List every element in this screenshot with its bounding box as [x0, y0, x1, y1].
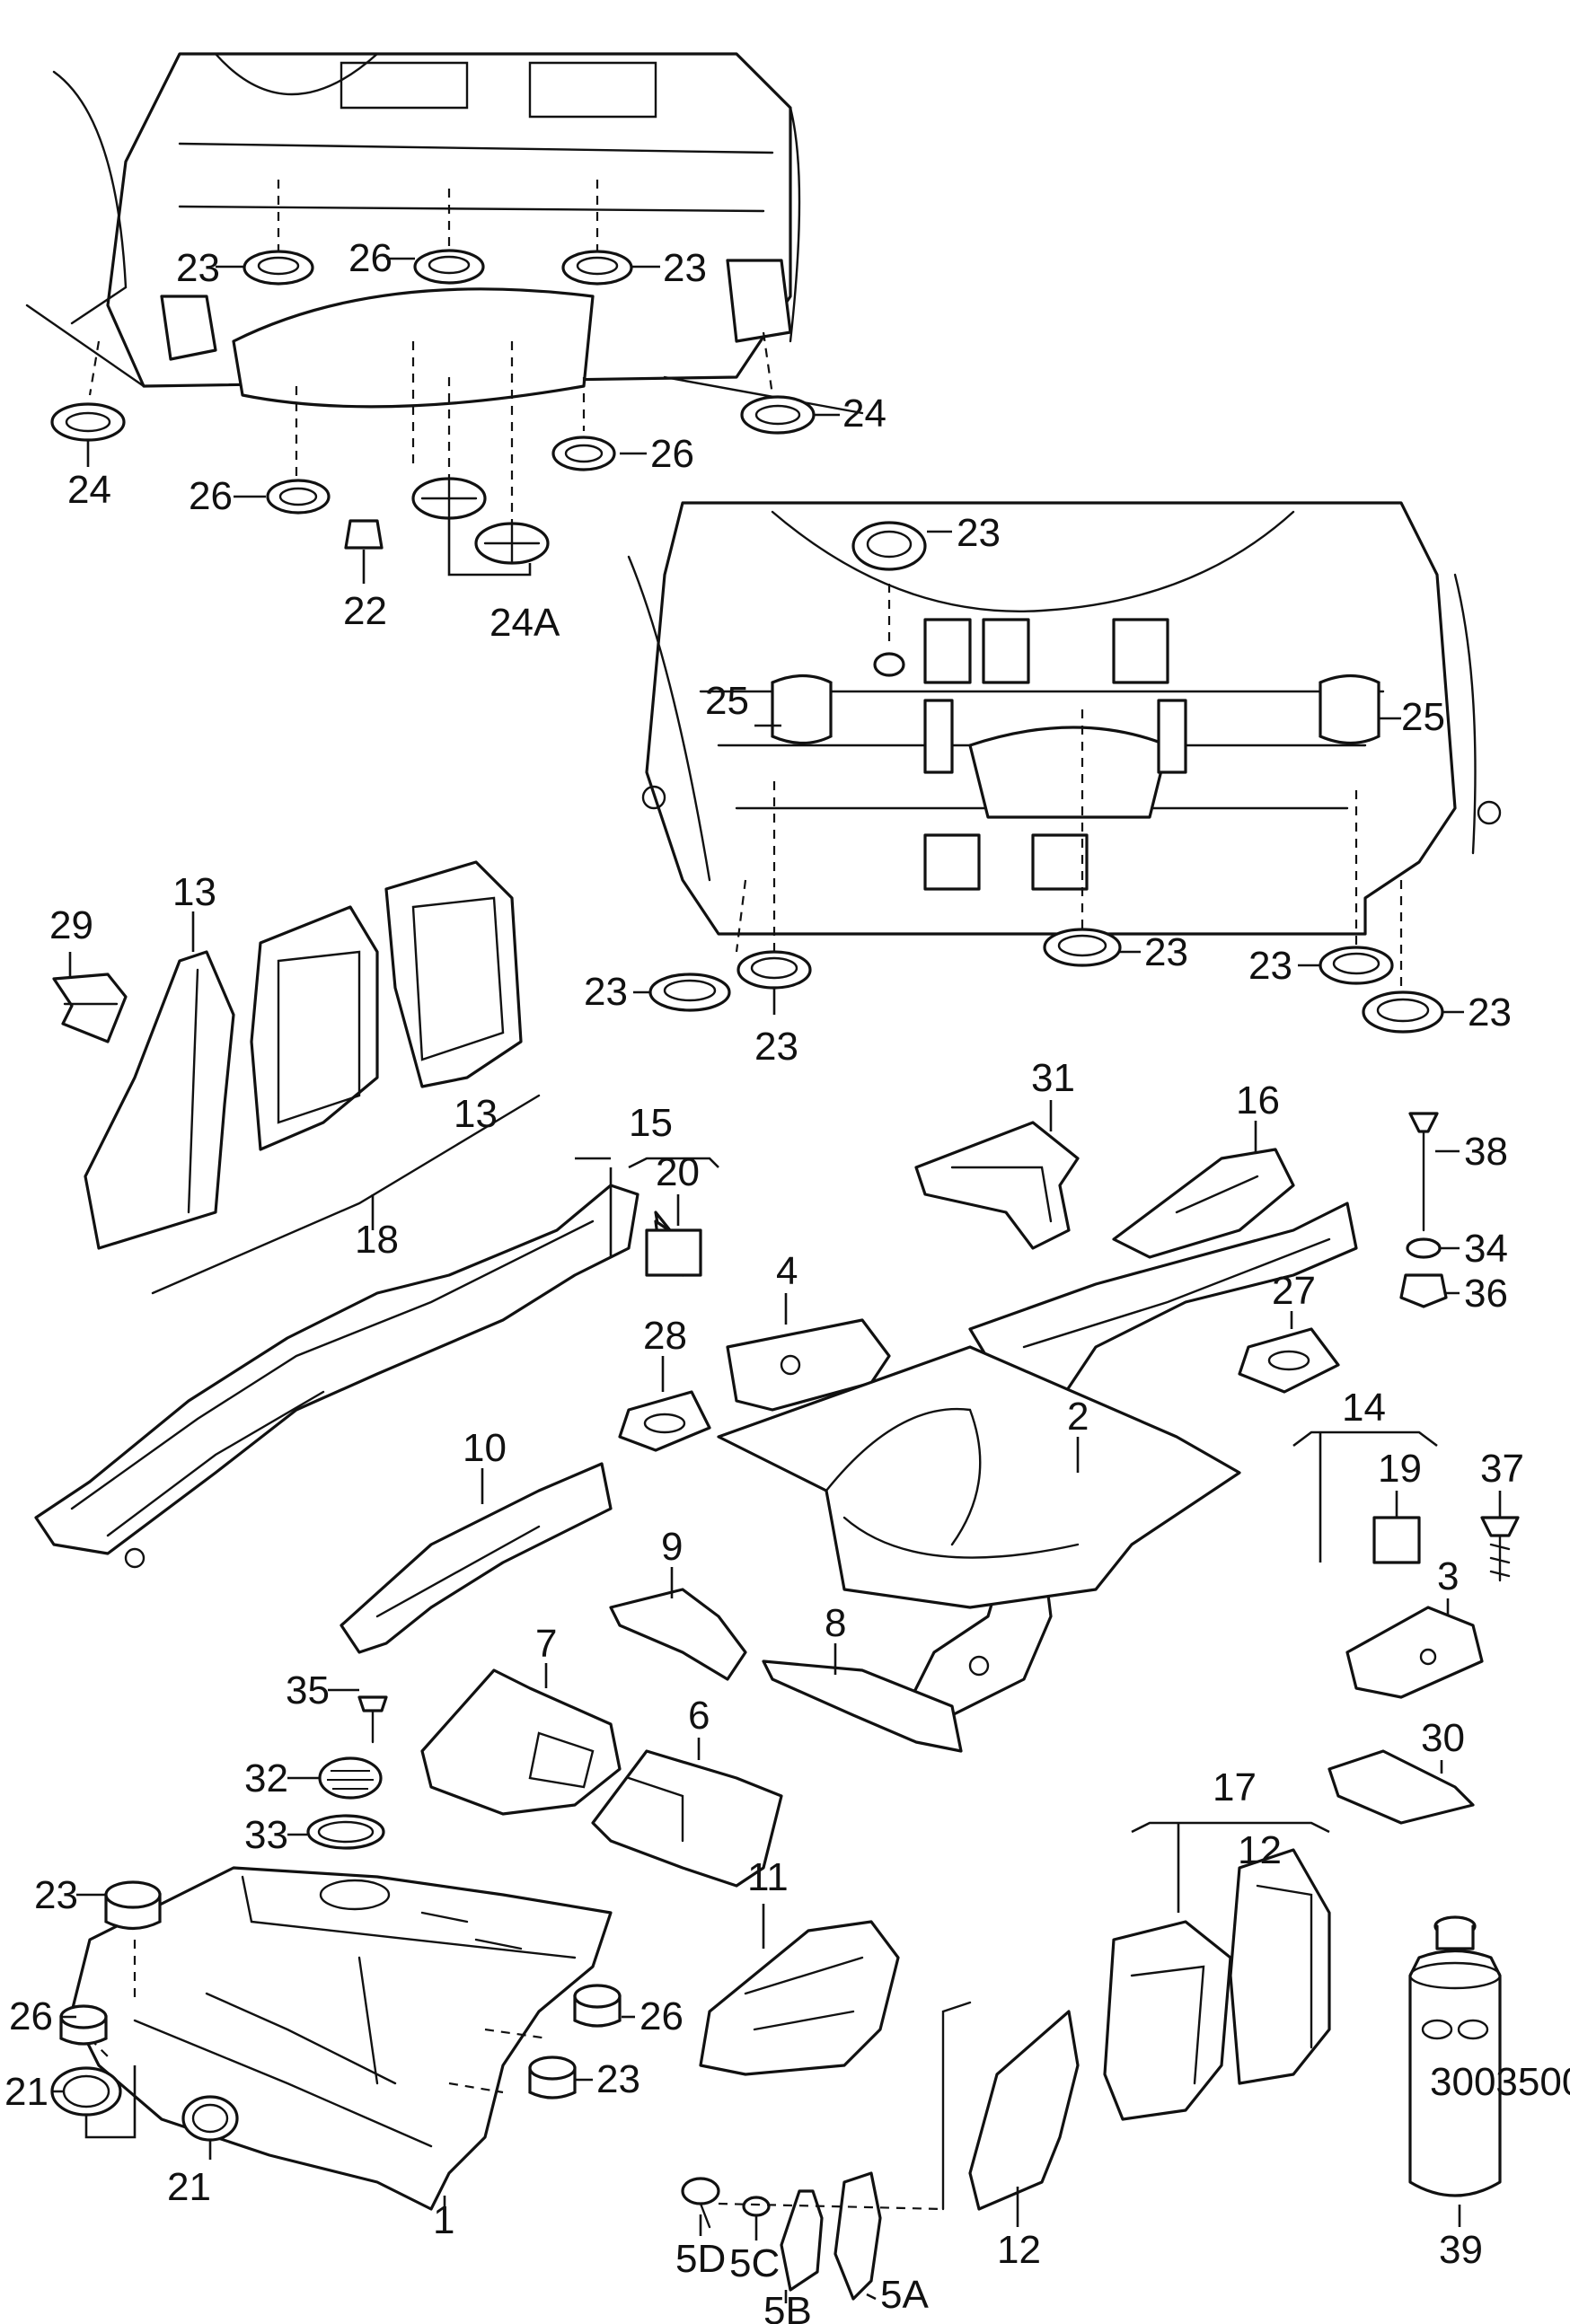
grommets-bottom-left — [50, 1880, 622, 2142]
callout-26: 26 — [639, 1994, 684, 2038]
callout-11: 11 — [747, 1855, 789, 1899]
side-panels-13-18 — [52, 860, 541, 1295]
callout-13: 13 — [172, 870, 216, 914]
callout-20: 20 — [656, 1150, 700, 1194]
callout-8: 8 — [825, 1601, 846, 1645]
callout-26: 26 — [348, 236, 392, 280]
callout-15: 15 — [629, 1101, 673, 1145]
callout-23: 23 — [1468, 990, 1512, 1034]
callout-23: 23 — [596, 2057, 640, 2101]
callout-23: 23 — [1144, 930, 1188, 974]
container-label: 3003500 — [1430, 2060, 1570, 2104]
callout-21: 21 — [167, 2165, 211, 2209]
callout-labels: 23 26 23 24 24 26 26 22 24A 23 25 25 23 … — [4, 236, 1524, 2324]
callout-5A: 5A — [880, 2273, 929, 2317]
callout-1: 1 — [433, 2198, 454, 2242]
rear-floor-assembly-top-right — [627, 501, 1502, 997]
callout-14: 14 — [1342, 1386, 1386, 1430]
callout-6: 6 — [688, 1694, 710, 1738]
callout-32: 32 — [244, 1756, 288, 1800]
callout-16: 16 — [1236, 1078, 1280, 1122]
callout-9: 9 — [661, 1525, 683, 1569]
callout-24: 24 — [67, 468, 111, 512]
callout-23: 23 — [34, 1873, 78, 1917]
callout-2: 2 — [1067, 1395, 1089, 1439]
callout-23: 23 — [1248, 944, 1292, 988]
callout-10: 10 — [463, 1426, 507, 1470]
callout-23: 23 — [663, 246, 707, 290]
callout-35: 35 — [286, 1668, 330, 1712]
grommets-top-right — [648, 521, 1444, 1034]
callout-4: 4 — [776, 1249, 798, 1293]
callout-37: 37 — [1480, 1447, 1524, 1491]
callout-24A: 24A — [490, 601, 560, 645]
callout-33: 33 — [244, 1813, 288, 1857]
callout-19: 19 — [1378, 1447, 1422, 1491]
callout-7: 7 — [535, 1622, 557, 1666]
callout-12: 12 — [1238, 1828, 1282, 1872]
callout-13: 13 — [454, 1092, 498, 1136]
callout-18: 18 — [355, 1218, 399, 1262]
callout-30: 30 — [1421, 1716, 1465, 1760]
callout-25: 25 — [705, 679, 749, 723]
callout-26: 26 — [189, 474, 233, 518]
callout-5D: 5D — [675, 2237, 726, 2281]
callout-28: 28 — [643, 1314, 687, 1358]
callout-22: 22 — [343, 589, 387, 633]
reinforcements — [306, 1112, 1520, 1888]
callout-24: 24 — [842, 392, 886, 436]
callout-27: 27 — [1272, 1269, 1316, 1313]
callout-5B: 5B — [763, 2289, 812, 2324]
callout-34: 34 — [1464, 1227, 1508, 1271]
callout-23: 23 — [957, 511, 1001, 555]
leader-lines — [52, 257, 1502, 2303]
callout-23: 23 — [754, 1025, 798, 1069]
callout-12: 12 — [997, 2228, 1041, 2272]
callout-38: 38 — [1464, 1130, 1508, 1174]
callout-36: 36 — [1464, 1272, 1508, 1316]
callout-25: 25 — [1401, 695, 1445, 739]
side-members-bottom — [681, 1848, 1331, 2301]
callout-39: 39 — [1439, 2228, 1483, 2272]
callout-21: 21 — [4, 2070, 49, 2114]
rear-floor-assembly-top-left — [25, 52, 864, 530]
grommets-top-left — [50, 249, 816, 565]
sealant-container-39: 3003500 — [1408, 1915, 1570, 2197]
callout-26: 26 — [650, 432, 694, 476]
callout-5C: 5C — [729, 2241, 780, 2285]
callout-23: 23 — [176, 246, 220, 290]
callout-17: 17 — [1213, 1765, 1257, 1809]
callout-29: 29 — [49, 903, 93, 947]
callout-23: 23 — [584, 970, 628, 1014]
callout-26: 26 — [9, 1994, 53, 2038]
callout-3: 3 — [1437, 1554, 1459, 1598]
callout-31: 31 — [1031, 1056, 1075, 1100]
